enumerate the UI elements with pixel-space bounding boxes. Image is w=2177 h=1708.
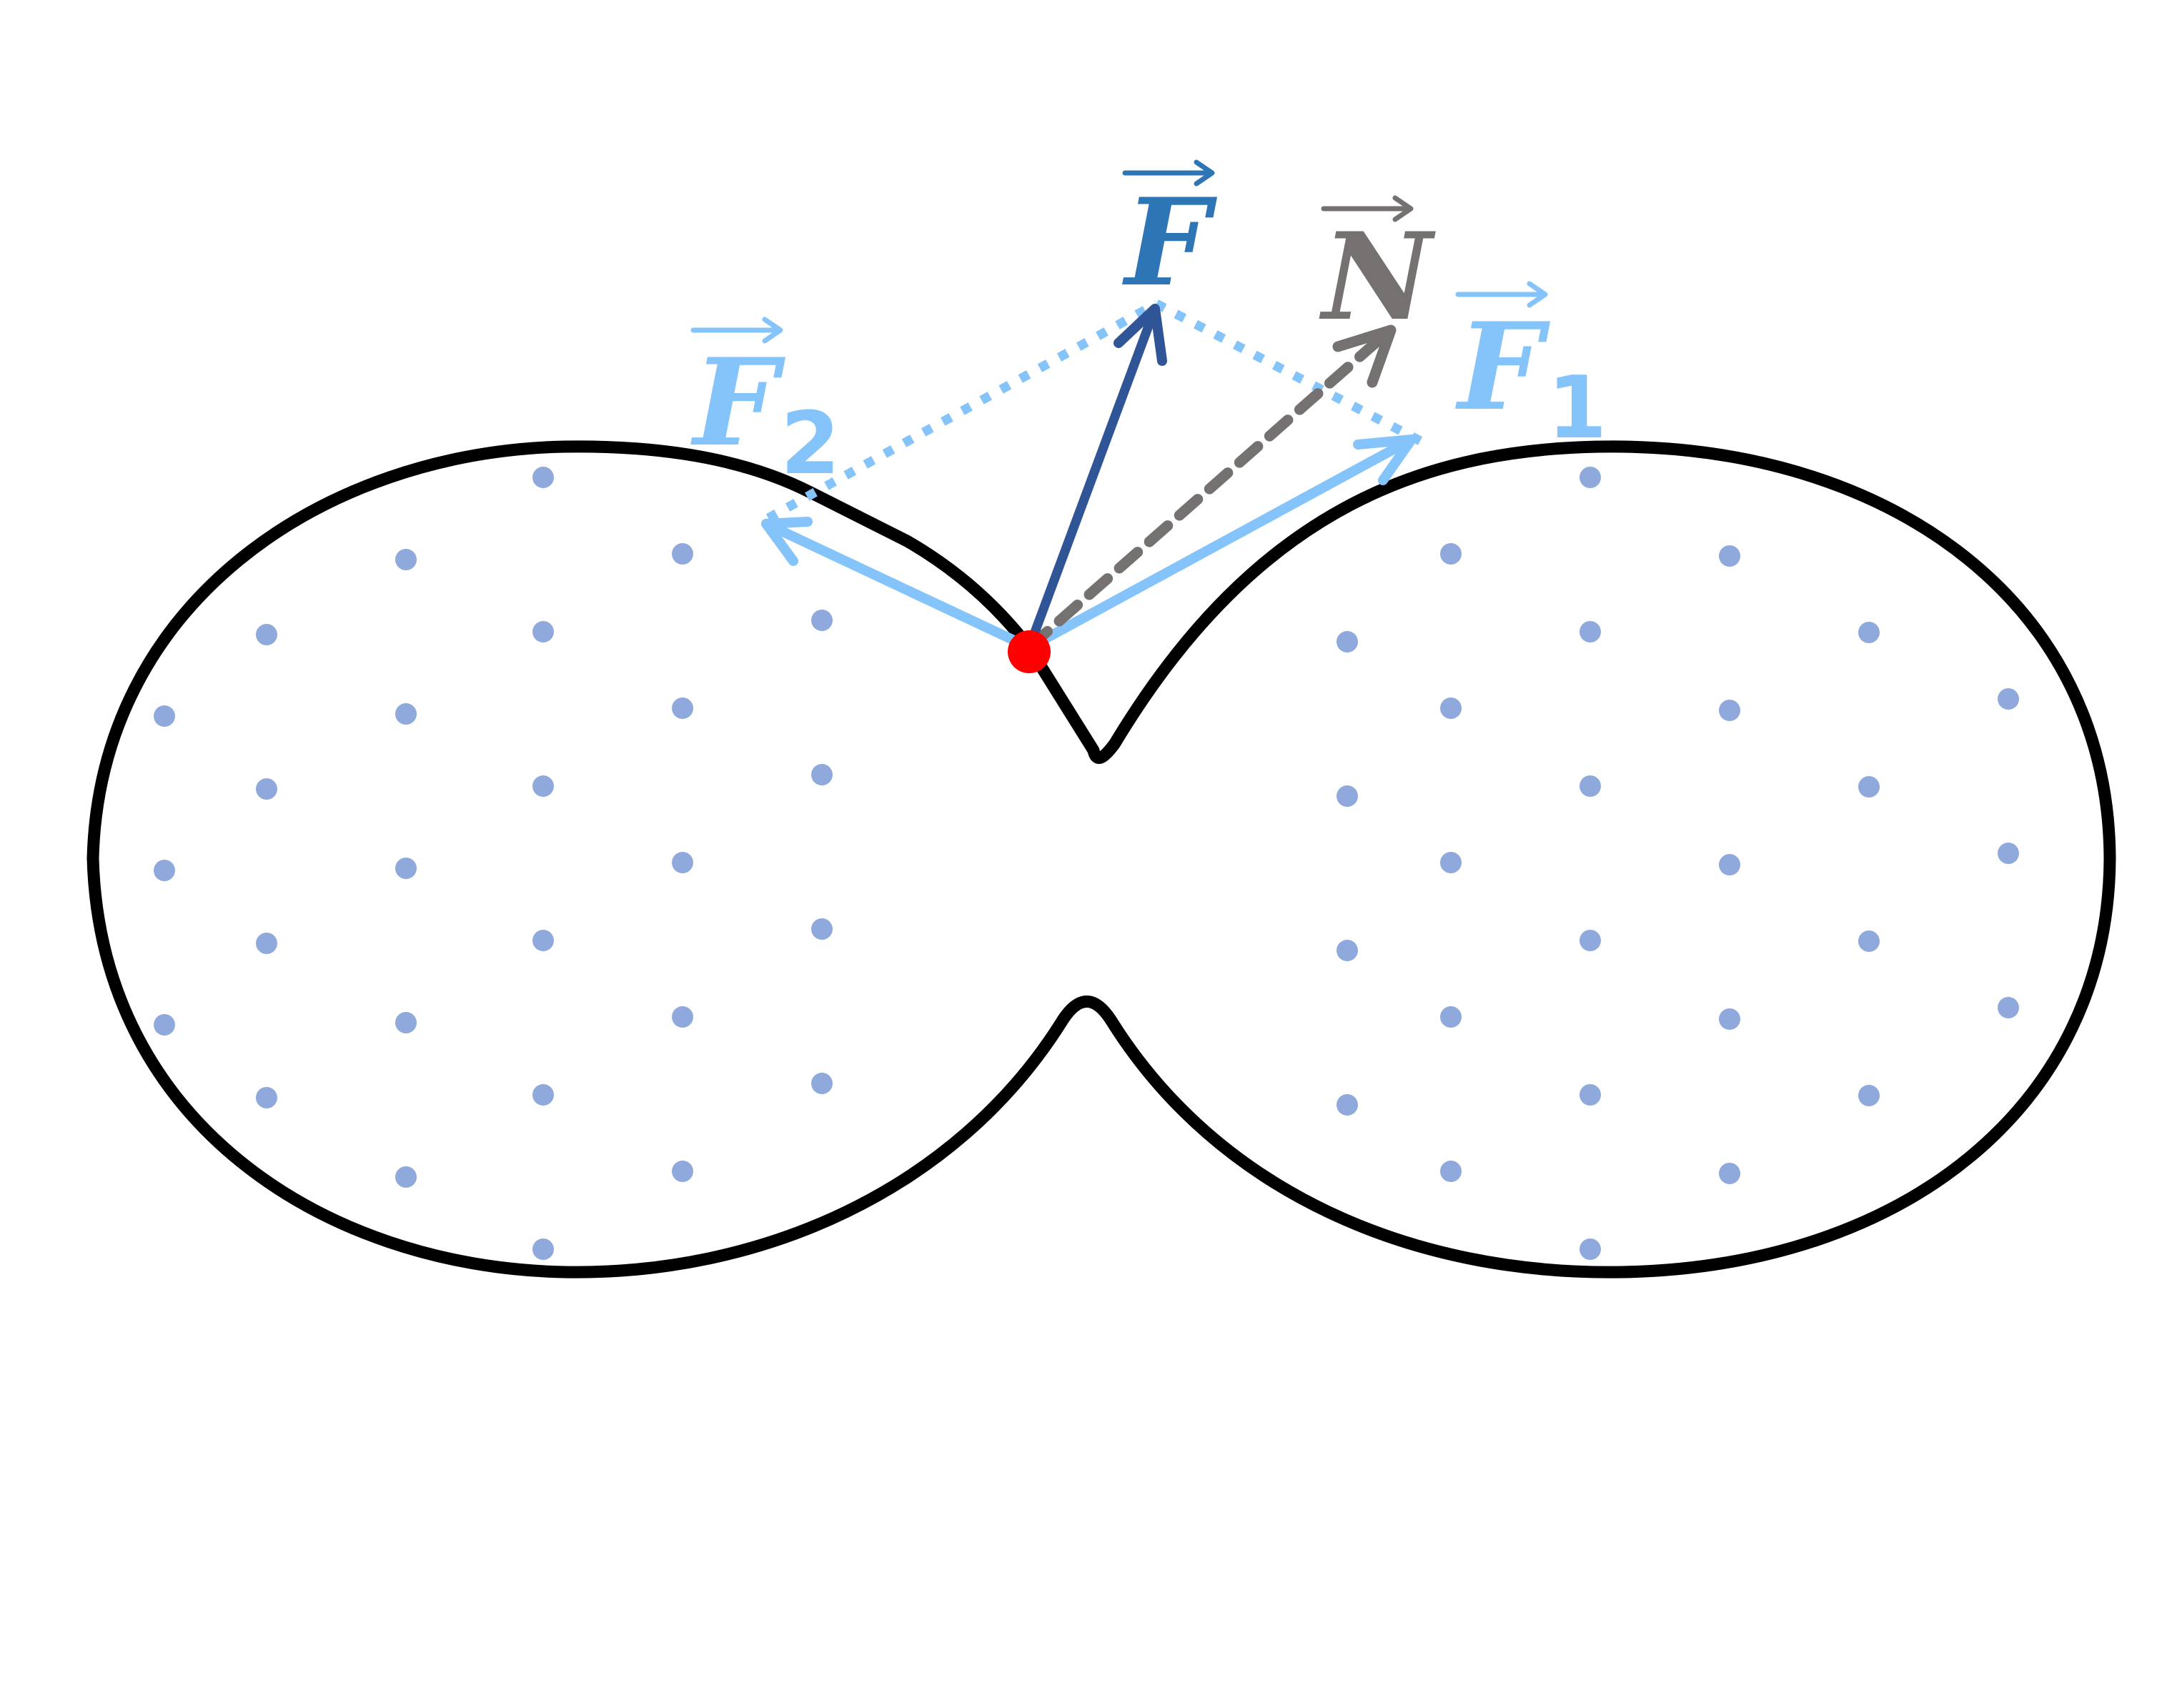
texture-dot bbox=[1337, 631, 1358, 652]
texture-dot bbox=[1580, 930, 1601, 951]
texture-dot bbox=[1337, 940, 1358, 961]
texture-dot bbox=[1858, 622, 1880, 643]
vector-f2 bbox=[761, 517, 1034, 652]
texture-dot bbox=[1580, 1238, 1601, 1260]
body-outline bbox=[86, 440, 2116, 1278]
texture-dot bbox=[672, 543, 693, 565]
texture-dot bbox=[1440, 697, 1462, 719]
texture-dot bbox=[1858, 1085, 1880, 1106]
texture-dot bbox=[1580, 1084, 1601, 1106]
texture-dot bbox=[811, 610, 833, 631]
label-f1-symbol: F bbox=[1455, 296, 1551, 437]
texture-dot bbox=[395, 858, 417, 879]
texture-dot bbox=[1580, 621, 1601, 642]
texture-dot bbox=[532, 1238, 554, 1260]
texture-dot bbox=[532, 1084, 554, 1106]
texture-dot bbox=[154, 705, 175, 727]
label-f: F bbox=[1122, 162, 1218, 313]
texture-dot bbox=[1998, 997, 2019, 1018]
vector-f bbox=[1024, 304, 1167, 652]
vector-n bbox=[1023, 324, 1397, 653]
texture-dot bbox=[1337, 785, 1358, 807]
label-f1: F 1 bbox=[1455, 284, 1607, 458]
texture-dot bbox=[256, 624, 277, 645]
right-lobe-dots bbox=[1337, 467, 2019, 1260]
texture-dot bbox=[1719, 1163, 1740, 1184]
texture-dot bbox=[1440, 852, 1462, 873]
texture-dot bbox=[1719, 854, 1740, 875]
texture-dot bbox=[672, 1006, 693, 1028]
texture-dot bbox=[395, 703, 417, 725]
texture-dot bbox=[532, 621, 554, 642]
label-n: N bbox=[1319, 198, 1436, 347]
texture-dot bbox=[1440, 1161, 1462, 1182]
texture-dot bbox=[1719, 1008, 1740, 1030]
texture-dot bbox=[672, 697, 693, 719]
label-n-symbol: N bbox=[1319, 206, 1436, 347]
texture-dot bbox=[256, 778, 277, 800]
texture-dot bbox=[532, 775, 554, 797]
texture-dot bbox=[1337, 1094, 1358, 1116]
label-f2-symbol: F bbox=[690, 332, 786, 473]
texture-dot bbox=[1719, 700, 1740, 721]
construction-line-f2-to-f bbox=[765, 299, 1159, 522]
texture-dot bbox=[1580, 775, 1601, 797]
left-lobe-dots bbox=[154, 467, 833, 1260]
texture-dot bbox=[1440, 543, 1462, 565]
texture-dot bbox=[1858, 776, 1880, 798]
label-f2: F 2 bbox=[690, 319, 840, 494]
texture-dot bbox=[1580, 467, 1601, 488]
label-f2-subscript: 2 bbox=[780, 394, 840, 494]
texture-dot bbox=[1998, 843, 2019, 864]
texture-dot bbox=[1719, 545, 1740, 567]
contact-point bbox=[1008, 630, 1051, 673]
label-f-symbol: F bbox=[1122, 172, 1218, 313]
texture-dot bbox=[672, 1161, 693, 1182]
vector-f1 bbox=[1024, 435, 1417, 652]
texture-dot bbox=[532, 467, 554, 488]
texture-dot bbox=[395, 1166, 417, 1188]
texture-dot bbox=[256, 933, 277, 954]
texture-dot bbox=[395, 1012, 417, 1033]
texture-dot bbox=[154, 860, 175, 881]
texture-dot bbox=[672, 852, 693, 873]
texture-dot bbox=[1440, 1006, 1462, 1028]
texture-dot bbox=[395, 549, 417, 570]
texture-dot bbox=[811, 764, 833, 785]
texture-dot bbox=[1998, 688, 2019, 710]
texture-dot bbox=[256, 1087, 277, 1108]
texture-dot bbox=[154, 1014, 175, 1036]
texture-dot bbox=[811, 1073, 833, 1094]
texture-dot bbox=[1858, 930, 1880, 952]
texture-dot bbox=[532, 930, 554, 951]
label-f1-subscript: 1 bbox=[1547, 359, 1607, 458]
construction-line-f-to-f1 bbox=[1154, 299, 1427, 447]
texture-dot bbox=[811, 918, 833, 940]
